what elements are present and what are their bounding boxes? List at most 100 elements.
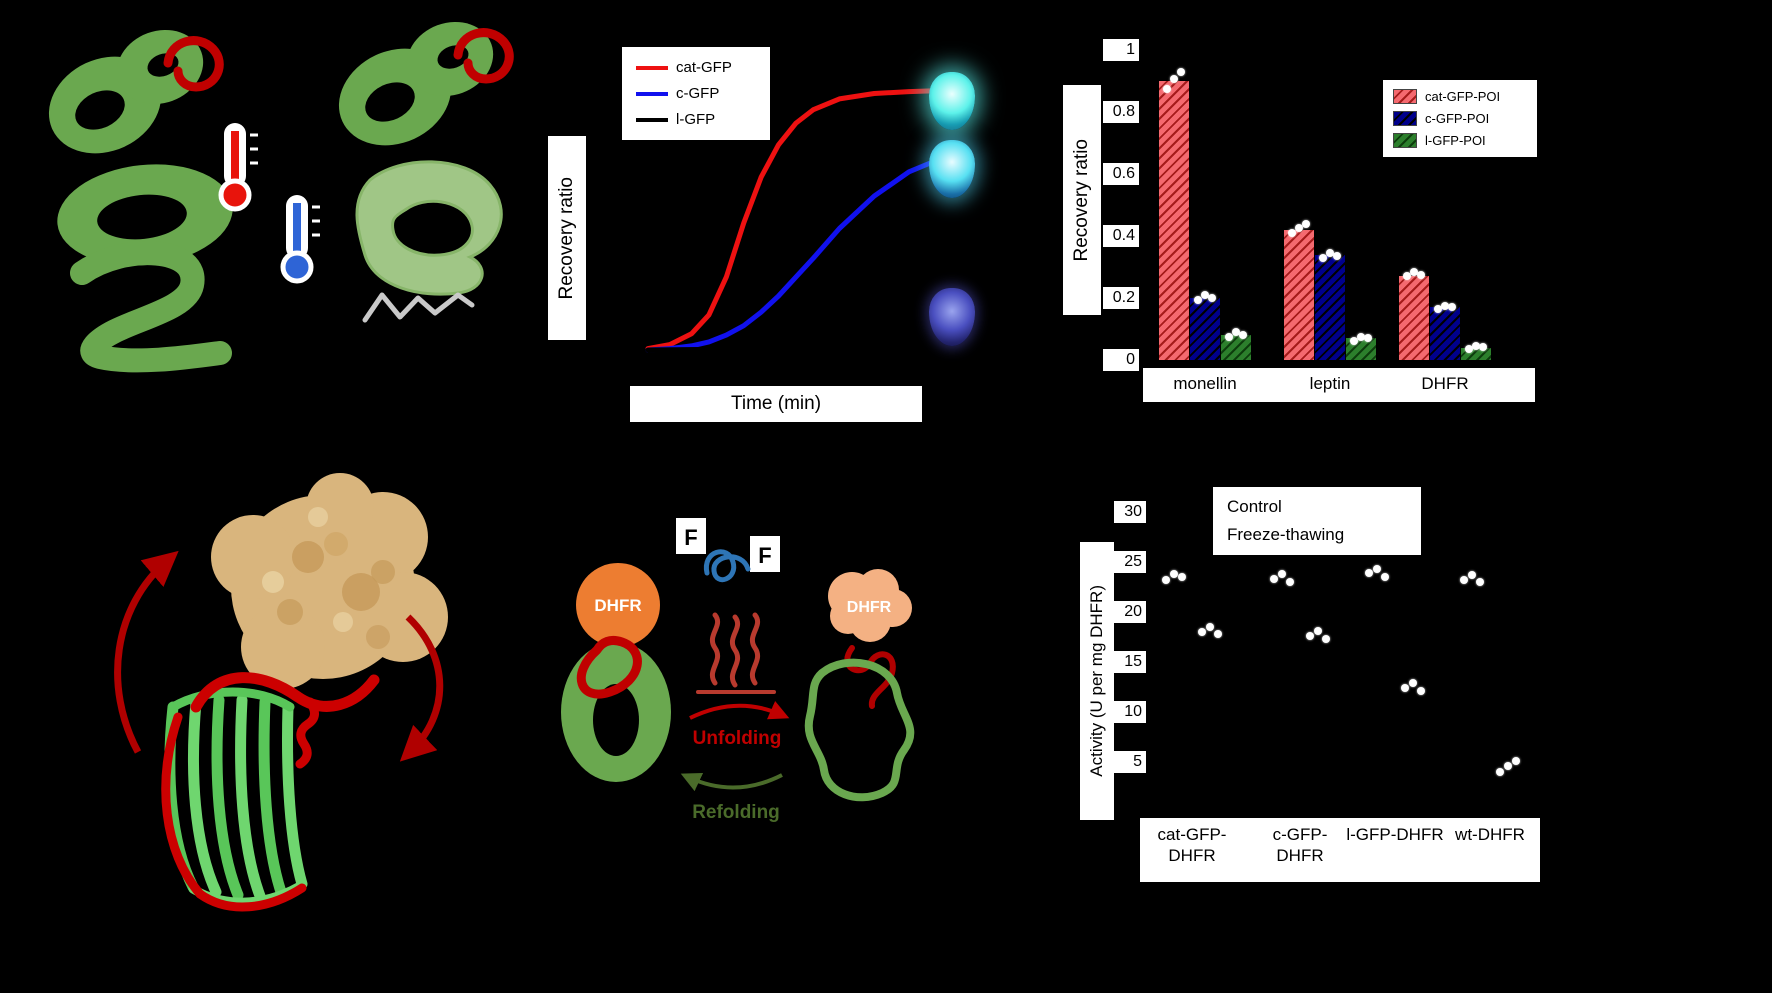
point-Freeze-thawing (1417, 687, 1425, 695)
data-point (1208, 294, 1216, 302)
category-label: wt-DHFR (1455, 825, 1525, 844)
point-Control (1381, 573, 1389, 581)
legend-swatch (1393, 89, 1417, 104)
point-Freeze-thawing (1306, 632, 1314, 640)
gfp-intermediate-torus (57, 164, 233, 266)
rotation-arrow-right-icon (399, 614, 444, 762)
glowing-tube-c-gfp-icon (929, 140, 975, 198)
point-Freeze-thawing (1401, 684, 1409, 692)
data-point (1333, 252, 1341, 261)
legend-item-l-GFP: l-GFP (636, 111, 756, 128)
heat-waves-icon (696, 612, 776, 694)
gfp-folded-2 (338, 21, 514, 146)
point-Control (1170, 570, 1178, 578)
wavy-unfolded-ring (355, 160, 503, 296)
point-Freeze-thawing (1322, 635, 1330, 643)
panel-c-xaxis-labels: monellin leptin DHFR (1143, 368, 1535, 402)
fluorophore-flag-box-1 (676, 518, 706, 554)
data-point (1472, 342, 1480, 351)
legend-swatch (1393, 133, 1417, 148)
data-point (1319, 253, 1327, 262)
legend-item-cat-GFP-POI: cat-GFP-POI (1393, 89, 1527, 104)
point-Control (1365, 569, 1373, 577)
category-label: monellin (1173, 374, 1237, 393)
point-Control (1270, 575, 1278, 583)
y-tick: 1 (1103, 39, 1139, 61)
legend-item-c-GFP: c-GFP (636, 85, 756, 102)
data-point (1201, 290, 1209, 299)
data-point (1441, 301, 1449, 310)
linker-loop-left (576, 635, 642, 699)
data-point (1350, 337, 1358, 346)
data-point (1410, 267, 1418, 276)
legend-label: l-GFP (676, 111, 716, 128)
cold-thermometer-icon (280, 195, 320, 284)
panel-b-ylabel: Recovery ratio (548, 136, 586, 340)
data-point (1479, 342, 1487, 351)
panel-b-xlabel: Time (min) (630, 386, 922, 422)
data-point (1225, 332, 1233, 341)
category-label: cat-GFP- DHFR (1157, 825, 1227, 866)
refolding-label: Refolding (692, 802, 780, 823)
fluorophore-flag-2: F (758, 543, 771, 568)
data-point (1448, 303, 1456, 312)
bar-c-GFP-POI-DHFR (1430, 307, 1460, 360)
legend-label: Control (1227, 497, 1282, 516)
bar-c-GFP-POI-leptin (1315, 255, 1345, 360)
legend-item-Control: Control (1227, 497, 1407, 517)
legend-line-swatch (636, 91, 668, 96)
data-point (1357, 332, 1365, 341)
point-Control (1468, 571, 1476, 579)
panel-c-ylabel: Recovery ratio (1063, 85, 1101, 315)
panel-f-ylabel: Activity (U per mg DHFR) (1080, 542, 1114, 820)
unfolding-arrow (689, 700, 790, 720)
point-Control (1476, 578, 1484, 586)
point-Freeze-thawing (1512, 757, 1520, 765)
gfp-deformed-outline (804, 658, 915, 802)
data-point (1403, 272, 1411, 281)
y-tick: 10 (1114, 701, 1146, 723)
curve-c-GFP (645, 158, 938, 353)
glowing-tube-cat-gfp-icon (929, 72, 975, 130)
y-tick: 0 (1103, 349, 1139, 371)
y-tick: 5 (1114, 751, 1146, 773)
data-point (1417, 270, 1425, 279)
dhfr-left-label: DHFR (594, 596, 641, 615)
panel-b-xlabel-text: Time (min) (730, 393, 822, 414)
gfp-folded-1 (48, 29, 224, 154)
fluorophore-flag-1: F (684, 525, 697, 550)
legend-line-swatch (636, 117, 668, 122)
category-label: leptin (1309, 374, 1351, 393)
category-label: DHFR (1421, 374, 1469, 393)
curve-l-GFP (645, 344, 938, 353)
legend-swatch (1393, 111, 1417, 126)
data-point (1177, 67, 1185, 76)
legend-item-l-GFP-POI: l-GFP-POI (1393, 133, 1527, 148)
legend-label: c-GFP-POI (1425, 111, 1490, 126)
data-point (1232, 328, 1240, 337)
rotation-arrow-left-icon (114, 550, 179, 754)
denatured-poi-squiggle (362, 292, 475, 323)
hot-thermometer-icon (218, 123, 258, 212)
point-Freeze-thawing (1198, 628, 1206, 636)
gfp-unfolded-squiggle (70, 241, 232, 373)
y-tick: 0.2 (1103, 287, 1139, 309)
poi-surface-blob (211, 473, 448, 689)
data-point (1434, 304, 1442, 313)
y-tick: 30 (1114, 501, 1146, 523)
point-Control (1278, 570, 1286, 578)
chromophore-squiggle (703, 549, 751, 583)
point-Freeze-thawing (1496, 768, 1504, 776)
data-point (1302, 219, 1310, 228)
point-Freeze-thawing (1206, 623, 1214, 631)
linker-ribbon (161, 672, 380, 912)
data-point (1326, 249, 1334, 258)
fluorophore-flag-box-2 (750, 536, 780, 572)
point-Freeze-thawing (1214, 630, 1222, 638)
legend-item-c-GFP-POI: c-GFP-POI (1393, 111, 1527, 126)
data-point (1239, 331, 1247, 340)
refolding-arrow (680, 773, 783, 792)
category-label: l-GFP-DHFR (1346, 825, 1444, 844)
